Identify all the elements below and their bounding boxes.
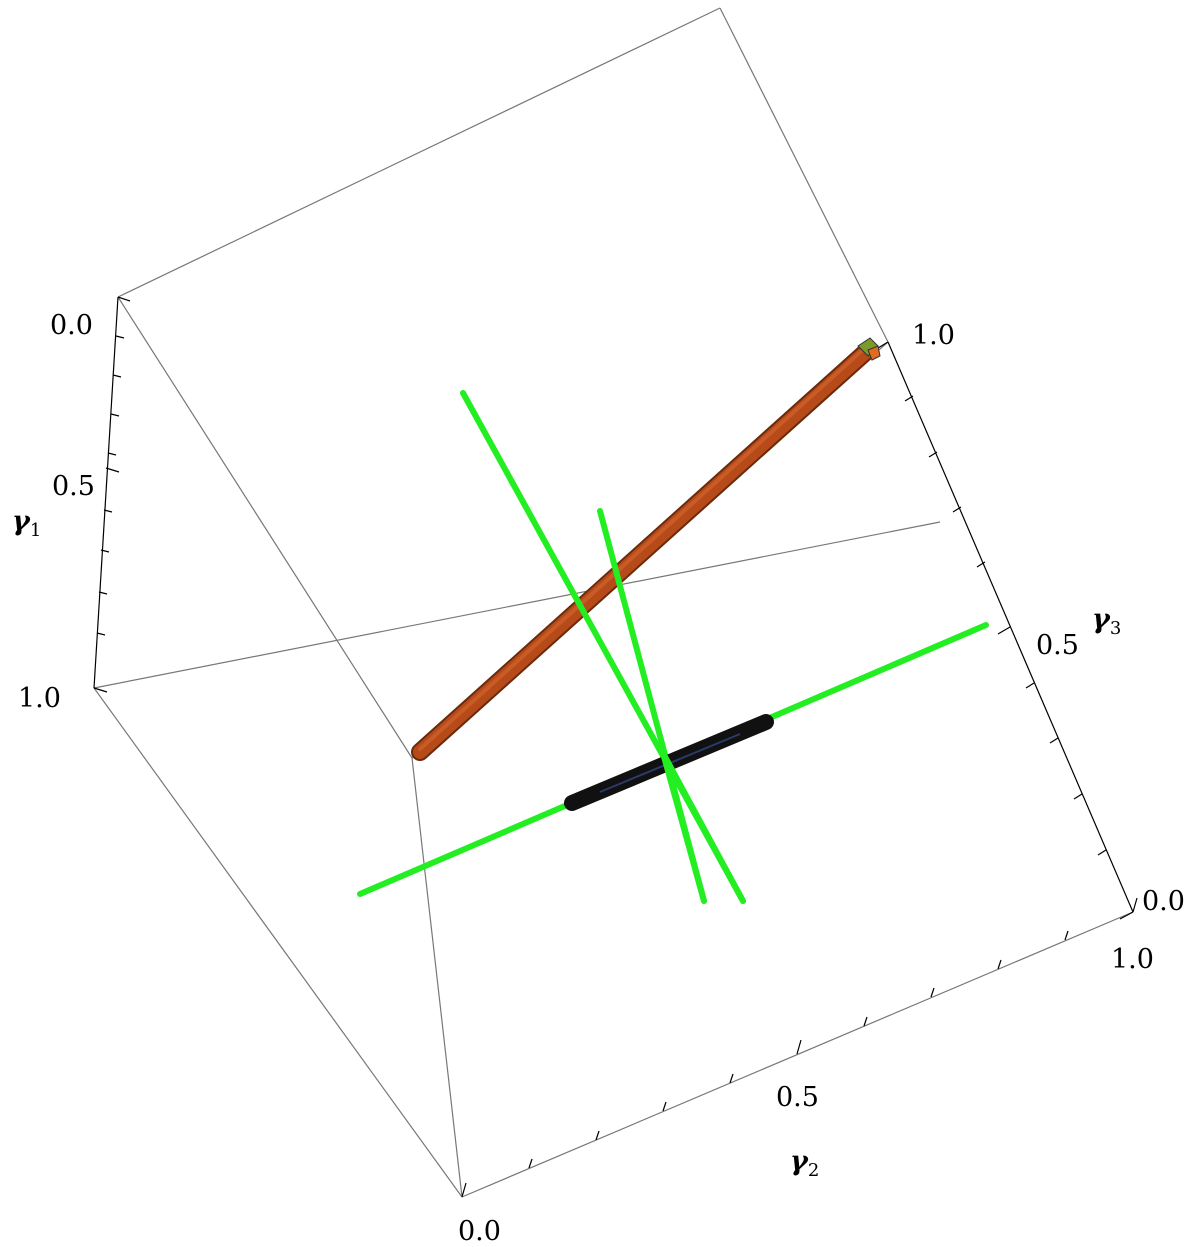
gamma1-tick-mid: 0.5 bbox=[52, 471, 95, 502]
green-lines bbox=[357, 390, 989, 904]
gamma2-tick-start: 0.0 bbox=[458, 1216, 501, 1247]
gamma2-axis bbox=[461, 897, 1138, 1198]
gamma3-label: γ3 bbox=[1092, 604, 1121, 639]
gamma2-tick-end: 1.0 bbox=[1111, 944, 1154, 975]
gamma3-axis bbox=[877, 341, 1134, 920]
gamma3-tick-end: 1.0 bbox=[912, 320, 955, 351]
gamma2-tick-mid: 0.5 bbox=[776, 1082, 819, 1113]
bounding-box bbox=[93, 7, 1134, 1198]
gamma1-tick-end: 1.0 bbox=[18, 683, 61, 714]
gamma1-tick-start: 0.0 bbox=[50, 310, 93, 341]
gamma3-tick-start: 0.0 bbox=[1142, 886, 1185, 917]
gamma2-label: γ2 bbox=[790, 1146, 819, 1181]
gamma1-axis bbox=[93, 296, 131, 693]
diagonal-tube bbox=[411, 337, 881, 761]
gamma3-tick-mid: 0.5 bbox=[1036, 630, 1079, 661]
gamma1-label: γ1 bbox=[12, 506, 41, 541]
